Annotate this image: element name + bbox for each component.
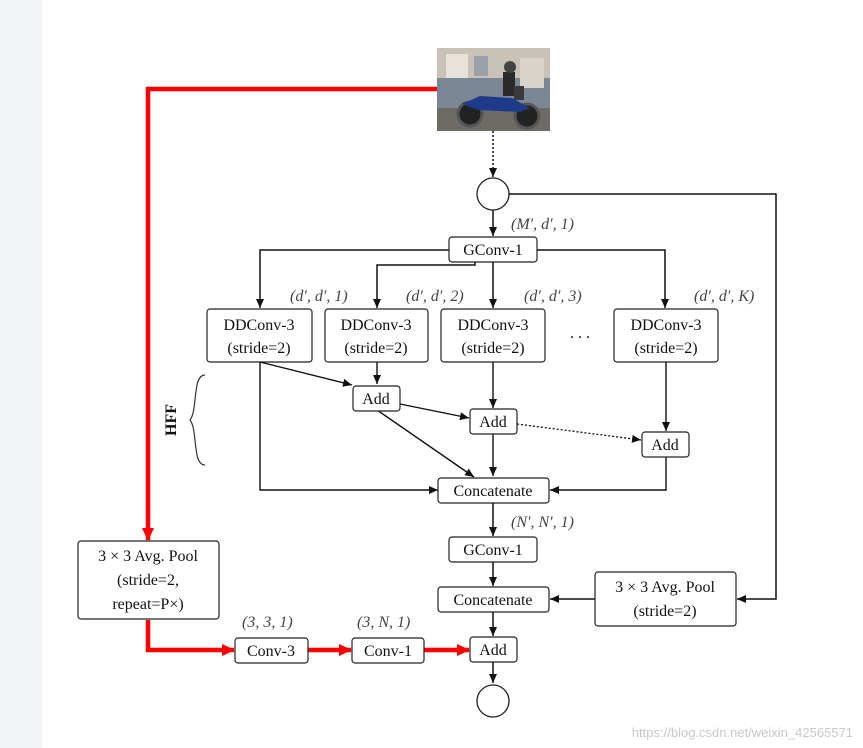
- dim-gconv-in: (M′, d′, 1): [511, 216, 574, 233]
- ddconv-node-1: DDConv-3 (stride=2): [206, 308, 313, 363]
- input-image: [437, 48, 550, 131]
- ddconv-k-label: DDConv-3: [630, 317, 701, 334]
- shortcut-to-avgpool-edge: [509, 193, 777, 603]
- add-2-label: Add: [479, 414, 507, 431]
- ddconv-1-label: DDConv-3: [223, 317, 294, 334]
- avgpool-left-stride: (stride=2,: [117, 572, 179, 589]
- concat-top-label: Concatenate: [453, 483, 532, 500]
- gconv1-top-label: GConv-1: [463, 242, 523, 259]
- ellipsis-label: . . .: [570, 325, 590, 342]
- add-node-2: Add: [469, 408, 518, 435]
- gconv-fanout-edges: [256, 249, 669, 308]
- output-node-circle: [476, 684, 510, 718]
- dim-conv1: (3, N, 1): [357, 614, 410, 631]
- left-margin-panel: [0, 0, 42, 748]
- add-node-k: Add: [641, 431, 690, 458]
- ddconv-2-label: DDConv-3: [340, 317, 411, 334]
- ddconv-2-stride: (stride=2): [344, 340, 407, 357]
- avgpool-left-label: 3 × 3 Avg. Pool: [98, 548, 198, 565]
- dim-conv3: (3, 3, 1): [242, 614, 293, 631]
- avgpool-left-node: 3 × 3 Avg. Pool (stride=2, repeat=P×): [77, 540, 220, 620]
- add-final-label: Add: [479, 642, 507, 659]
- avgpool-left-repeat: repeat=P×): [112, 596, 183, 613]
- dim-dk: (d′, d′, K): [694, 288, 754, 305]
- gconv1-top-node: GConv-1: [448, 236, 538, 263]
- concat-bottom-node: Concatenate: [437, 586, 550, 613]
- concat-top-node: Concatenate: [437, 477, 550, 504]
- hff-label: HFF: [163, 404, 180, 436]
- gconv1-bottom-node: GConv-1: [448, 536, 538, 563]
- watermark-text: https://blog.csdn.net/weixin_42565571: [631, 725, 853, 740]
- dim-concat-out: (N′, N′, 1): [511, 514, 574, 531]
- add-node-1: Add: [352, 385, 401, 412]
- conv3-label: Conv-3: [247, 643, 295, 660]
- concat-bottom-label: Concatenate: [453, 592, 532, 609]
- gconv1-bottom-label: GConv-1: [463, 542, 523, 559]
- conv1-label: Conv-1: [364, 643, 412, 660]
- hff-edges: [259, 361, 670, 494]
- conv1-node: Conv-1: [351, 637, 425, 664]
- avgpool-right-stride: (stride=2): [633, 603, 696, 620]
- ddconv-3-label: DDConv-3: [457, 317, 528, 334]
- ddconv-node-k: DDConv-3 (stride=2): [613, 308, 719, 363]
- add-final-node: Add: [469, 636, 518, 663]
- add-1-label: Add: [362, 391, 390, 408]
- avgpool-right-node: 3 × 3 Avg. Pool (stride=2): [594, 571, 737, 627]
- dim-d3: (d′, d′, 3): [524, 288, 582, 305]
- ddconv-node-2: DDConv-3 (stride=2): [324, 308, 429, 363]
- ddconv-1-stride: (stride=2): [227, 340, 290, 357]
- ddconv-3-stride: (stride=2): [461, 340, 524, 357]
- avgpool-right-label: 3 × 3 Avg. Pool: [615, 579, 715, 596]
- input-node-circle: [476, 177, 510, 211]
- conv3-node: Conv-3: [234, 637, 309, 664]
- hff-brace: [189, 374, 206, 466]
- add-k-label: Add: [651, 437, 679, 454]
- red-shortcut-path: [142, 86, 470, 656]
- ddconv-k-stride: (stride=2): [634, 340, 697, 357]
- dim-d2: (d′, d′, 2): [406, 288, 464, 305]
- ddconv-node-3: DDConv-3 (stride=2): [440, 308, 546, 363]
- dim-d1: (d′, d′, 1): [290, 288, 348, 305]
